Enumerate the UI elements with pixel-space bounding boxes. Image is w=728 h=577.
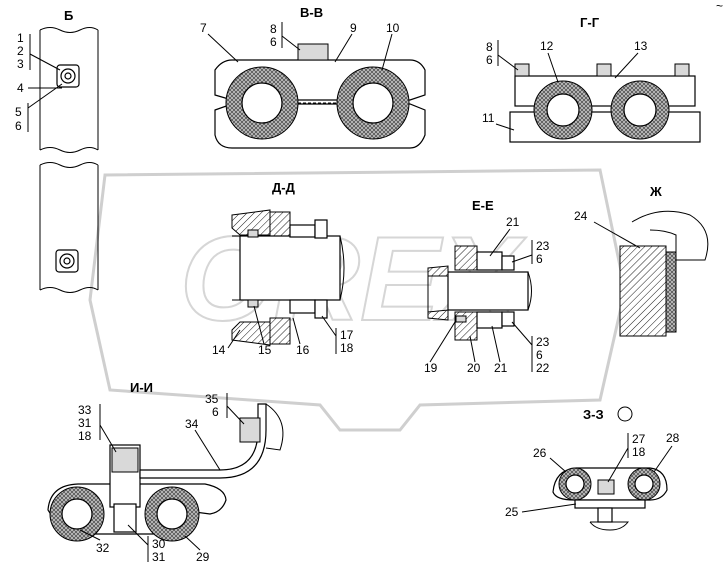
callout-24: 24 [574, 209, 588, 223]
bolt-8 [297, 43, 329, 61]
view-i-title: И-И [130, 380, 153, 395]
callout-6-top: 6 [536, 252, 543, 266]
view-b-title: Б [64, 8, 73, 23]
corner-mark: ~ [716, 0, 723, 13]
callout-3: 3 [17, 57, 24, 71]
callout-31-bottom: 31 [152, 550, 166, 564]
callout-v-8: 8 [270, 22, 277, 36]
callout-31-top: 31 [78, 416, 92, 430]
callout-34: 34 [185, 417, 199, 431]
callout-6: 6 [15, 119, 22, 133]
view-d: Д-Д 14 15 16 17 18 [212, 180, 354, 357]
view-z: З-З 27 18 26 28 25 [505, 406, 680, 531]
callout-30: 30 [152, 537, 166, 551]
callout-5: 5 [15, 105, 22, 119]
callout-20: 20 [467, 361, 481, 375]
view-zh: Ж 24 [574, 184, 709, 337]
callout-16: 16 [296, 343, 310, 357]
callout-7: 7 [200, 21, 207, 35]
callout-1: 1 [17, 31, 24, 45]
callout-9: 9 [350, 21, 357, 35]
callout-17: 17 [340, 328, 354, 342]
callout-26: 26 [533, 446, 547, 460]
callout-11: 11 [482, 111, 495, 125]
callout-18: 18 [340, 341, 354, 355]
callout-27: 27 [632, 432, 646, 446]
callout-22: 22 [536, 361, 550, 375]
callout-14: 14 [212, 343, 226, 357]
callout-23-bottom: 23 [536, 335, 550, 349]
callout-18-z: 18 [632, 445, 646, 459]
callout-21-bottom: 21 [494, 361, 508, 375]
view-g: Г-Г 8 6 12 13 11 [482, 15, 701, 143]
callout-15: 15 [258, 343, 272, 357]
callout-g-6: 6 [486, 53, 493, 67]
callout-13: 13 [634, 39, 648, 53]
callout-2: 2 [17, 44, 24, 58]
callout-23-top: 23 [536, 239, 550, 253]
view-z-title: З-З [583, 407, 604, 422]
view-b: Б 1 2 3 4 5 6 [15, 8, 99, 293]
callout-28: 28 [666, 431, 680, 445]
view-g-title: Г-Г [580, 15, 600, 30]
callout-v-6: 6 [270, 35, 277, 49]
callout-18-i: 18 [78, 429, 92, 443]
view-e: Е-Е 21 23 6 23 6 22 19 20 21 [424, 198, 550, 375]
callout-6-i: 6 [212, 405, 219, 419]
callout-29: 29 [196, 550, 210, 564]
view-v-title: В-В [300, 5, 323, 20]
view-zh-title: Ж [649, 184, 662, 199]
callout-4: 4 [17, 81, 24, 95]
callout-33: 33 [78, 403, 92, 417]
callout-6-bottom: 6 [536, 348, 543, 362]
watermark: OREX [88, 168, 627, 432]
view-d-title: Д-Д [272, 180, 296, 195]
callout-35: 35 [205, 392, 219, 406]
callout-12: 12 [540, 39, 554, 53]
view-v: В-В 8 6 7 9 10 [200, 5, 426, 149]
callout-19: 19 [424, 361, 438, 375]
zh-plate [619, 245, 667, 337]
callout-21-top: 21 [506, 215, 520, 229]
callout-32: 32 [96, 541, 110, 555]
view-i: И-И 33 31 18 35 6 34 32 30 31 29 [47, 380, 284, 564]
callout-10: 10 [386, 21, 400, 35]
callout-25: 25 [505, 505, 519, 519]
callout-g-8: 8 [486, 40, 493, 54]
view-e-title: Е-Е [472, 198, 494, 213]
